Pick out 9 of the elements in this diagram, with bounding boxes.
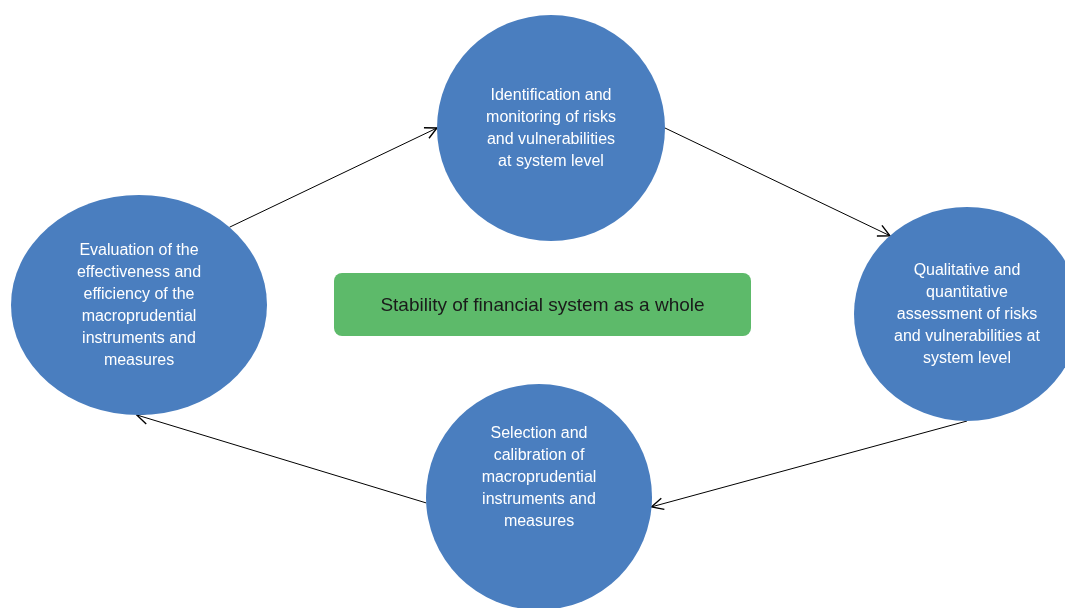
step-label: Evaluation of the effectiveness and efficiency of the macroprudential instruments and measures	[75, 240, 203, 370]
step-label: Selection and calibration of macroprudential instruments and measures	[480, 423, 598, 531]
step-label: Qualitative and quantitative assessment of risks and vulnerabilities at system level	[893, 260, 1041, 368]
arrow	[229, 127, 438, 228]
center-label: Stability of financial system as a whole	[379, 293, 706, 316]
arrow	[664, 127, 891, 237]
step-label: Identification and monitoring of risks and vulnerabilities at system level	[486, 85, 616, 171]
arrow	[136, 412, 427, 504]
arrow	[650, 420, 968, 511]
